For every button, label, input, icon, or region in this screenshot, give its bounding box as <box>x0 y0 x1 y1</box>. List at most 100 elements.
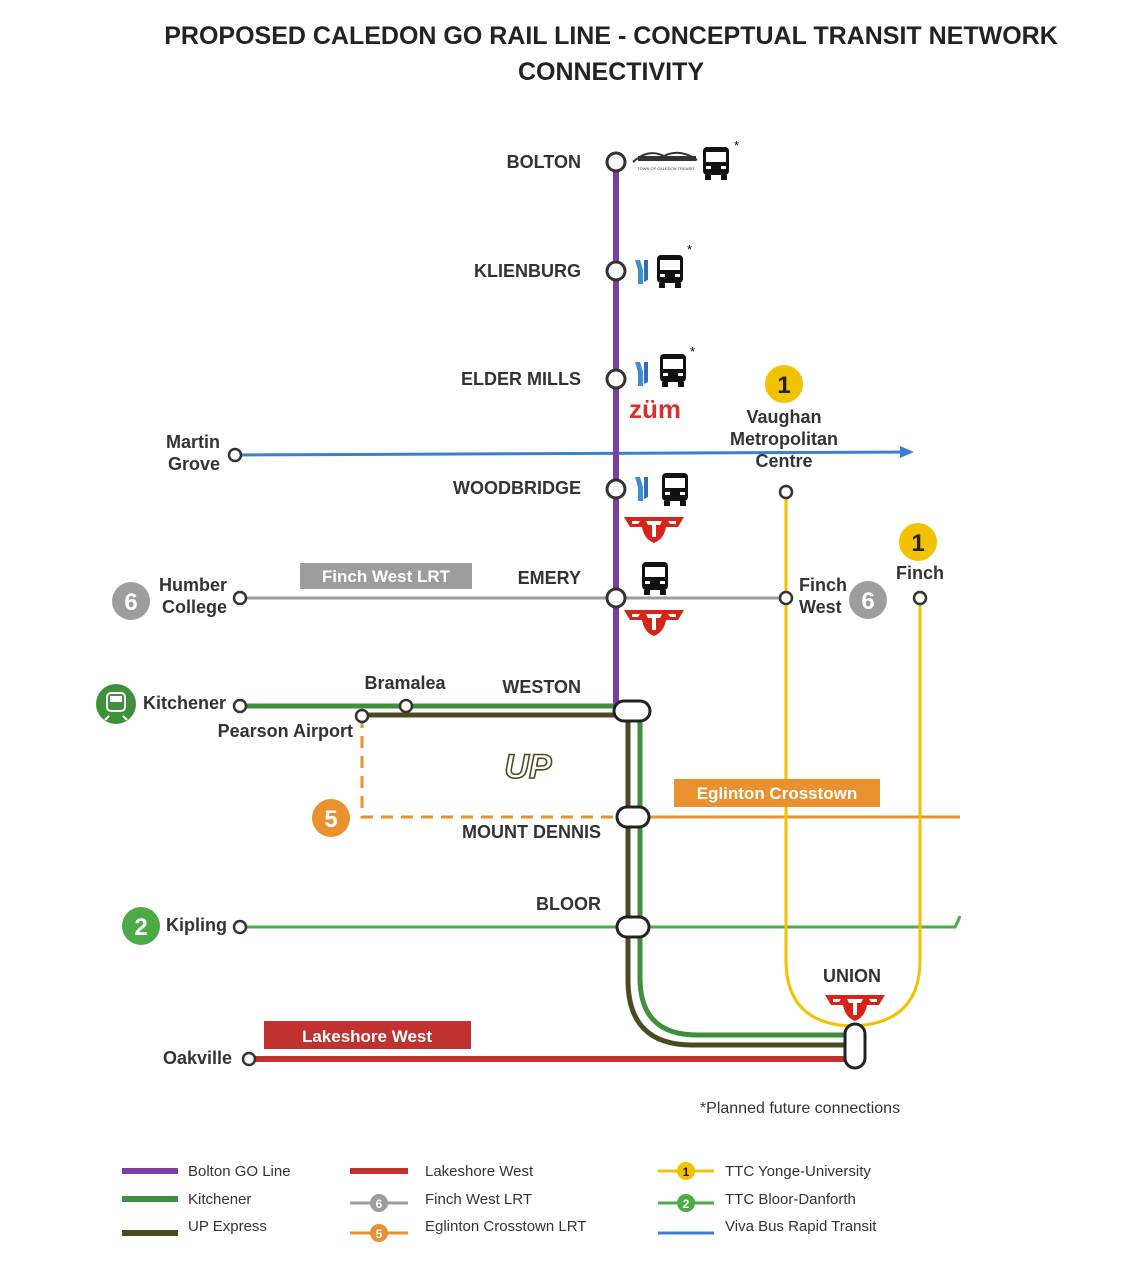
legend-label-eglinton: Eglinton Crosstown LRT <box>425 1218 586 1235</box>
svg-text:1: 1 <box>777 372 790 399</box>
svg-text:2: 2 <box>134 914 147 941</box>
line-1-badge-finch: 1 <box>899 523 937 561</box>
pearson-stop[interactable] <box>354 708 370 724</box>
elder-mills-stop[interactable] <box>605 368 627 390</box>
finch-west-lrt-banner <box>300 563 472 589</box>
go-train-icon <box>96 684 136 724</box>
ttc-logo-icon <box>624 517 684 543</box>
york-region-transit-icon <box>635 477 648 501</box>
viva-route <box>234 446 914 458</box>
ttc-logo-icon <box>624 610 684 636</box>
elder-mills-asterisk: * <box>690 344 695 359</box>
vaughan-label-1: Vaughan <box>746 407 821 427</box>
svg-text:6: 6 <box>376 1197 383 1211</box>
bus-icon <box>642 562 668 595</box>
legend: Bolton GO Line Kitchener UP Express Lake… <box>122 1162 877 1242</box>
vaughan-label-3: Centre <box>755 451 812 471</box>
line-5-badge: 5 <box>312 799 350 837</box>
klienburg-asterisk: * <box>687 242 692 257</box>
kitchener-label: Kitchener <box>143 693 226 713</box>
humber-college-stop[interactable] <box>232 590 248 606</box>
bus-icon <box>657 255 683 288</box>
humber-college-label-2: College <box>162 597 227 617</box>
line-6-badge-humber: 6 <box>112 582 150 620</box>
legend-label-lakeshore: Lakeshore West <box>425 1163 534 1180</box>
emery-stop[interactable] <box>605 587 627 609</box>
woodbridge-stop[interactable] <box>605 478 627 500</box>
kitchener-up-trunk-route <box>625 712 852 1048</box>
pearson-label: Pearson Airport <box>218 721 353 741</box>
humber-college-label-1: Humber <box>159 575 227 595</box>
weston-stop[interactable] <box>612 699 652 723</box>
line-2-badge: 2 <box>122 907 160 945</box>
weston-label: WESTON <box>502 677 581 697</box>
finch-west-lrt-banner-text: Finch West LRT <box>322 567 451 586</box>
bloor-danforth-route <box>240 915 962 929</box>
caledon-transit-logo-icon: TOWN OF CALEDON TRANSIT <box>632 151 698 171</box>
union-label: UNION <box>823 966 881 986</box>
bus-icon <box>662 473 688 506</box>
vaughan-label-2: Metropolitan <box>730 429 838 449</box>
finch-west-stop[interactable] <box>778 590 794 606</box>
klienburg-stop[interactable] <box>605 260 627 282</box>
legend-swatch-eglinton: 5 <box>350 1224 408 1242</box>
bramalea-stop[interactable] <box>398 698 414 714</box>
eglinton-crosstown-banner-text: Eglinton Crosstown <box>697 784 858 803</box>
finch-west-label-1: Finch <box>799 575 847 595</box>
legend-label-yonge-university: TTC Yonge-University <box>725 1163 871 1180</box>
arrow-icon <box>900 446 914 458</box>
lakeshore-west-banner <box>264 1021 471 1049</box>
footnote: *Planned future connections <box>700 1100 900 1117</box>
bloor-label: BLOOR <box>536 894 601 914</box>
eglinton-crosstown-route <box>360 716 960 819</box>
legend-label-kitchener: Kitchener <box>188 1191 251 1208</box>
zum-logo: züm <box>629 394 681 424</box>
york-region-transit-icon <box>635 260 648 284</box>
bolton-stop[interactable] <box>605 151 627 173</box>
oakville-stop[interactable] <box>241 1051 257 1067</box>
legend-label-up-express: UP Express <box>188 1218 267 1235</box>
svg-text:TOWN OF CALEDON TRANSIT: TOWN OF CALEDON TRANSIT <box>637 166 695 171</box>
line-6-badge-finch-west: 6 <box>849 581 887 619</box>
finch-label: Finch <box>896 563 944 583</box>
svg-text:2: 2 <box>683 1197 690 1211</box>
vaughan-stop[interactable] <box>778 484 794 500</box>
svg-text:6: 6 <box>861 588 874 615</box>
svg-text:6: 6 <box>124 589 137 616</box>
mount-dennis-stop[interactable] <box>615 805 651 829</box>
legend-label-bolton: Bolton GO Line <box>188 1163 291 1180</box>
legend-label-viva: Viva Bus Rapid Transit <box>725 1218 877 1235</box>
kitchener-stop[interactable] <box>232 698 248 714</box>
map-title: PROPOSED CALEDON GO RAIL LINE - CONCEPTU… <box>0 18 1142 90</box>
title-line-1: PROPOSED CALEDON GO RAIL LINE - CONCEPTU… <box>164 22 1058 50</box>
legend-swatch-bloor-danforth: 2 <box>658 1194 714 1212</box>
svg-text:1: 1 <box>911 530 924 557</box>
bus-icon <box>703 147 729 180</box>
finch-stop[interactable] <box>912 590 928 606</box>
york-region-transit-icon <box>635 362 648 386</box>
mount-dennis-label: MOUNT DENNIS <box>462 822 601 842</box>
martin-grove-stop[interactable] <box>227 447 243 463</box>
svg-text:5: 5 <box>376 1227 383 1241</box>
svg-text:1: 1 <box>683 1165 690 1179</box>
kipling-stop[interactable] <box>232 919 248 935</box>
union-stop[interactable] <box>843 1022 867 1070</box>
eglinton-crosstown-banner <box>674 779 880 807</box>
lakeshore-west-banner-text: Lakeshore West <box>302 1027 432 1046</box>
legend-swatch-yonge-university: 1 <box>658 1162 714 1180</box>
kipling-label: Kipling <box>166 915 227 935</box>
martin-grove-label-1: Martin <box>166 432 220 452</box>
emery-label: EMERY <box>518 568 581 588</box>
bolton-label: BOLTON <box>507 152 581 172</box>
finch-west-label-2: West <box>799 597 842 617</box>
ttc-logo-icon <box>825 995 885 1021</box>
bolton-asterisk: * <box>734 138 739 153</box>
bloor-stop[interactable] <box>615 915 651 939</box>
klienburg-label: KLIENBURG <box>474 261 581 281</box>
legend-label-finch-west: Finch West LRT <box>425 1191 532 1208</box>
svg-text:5: 5 <box>324 806 337 833</box>
woodbridge-label: WOODBRIDGE <box>453 478 581 498</box>
kitchener-up-west-route <box>240 703 633 718</box>
bus-icon <box>660 354 686 387</box>
legend-label-bloor-danforth: TTC Bloor-Danforth <box>725 1191 856 1208</box>
